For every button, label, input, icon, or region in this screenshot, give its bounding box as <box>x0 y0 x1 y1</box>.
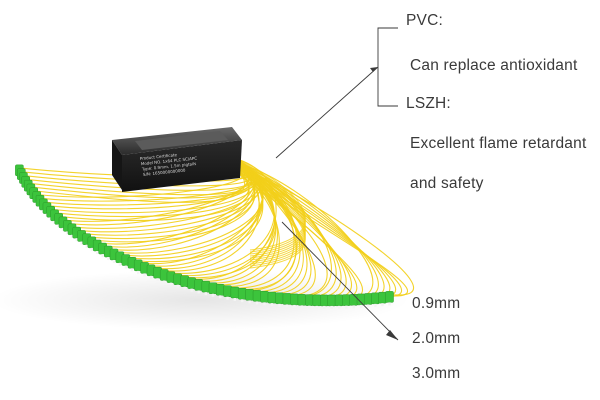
box-label-line: Product Certificate <box>140 152 178 161</box>
sc-apc-connector <box>237 287 247 303</box>
diameter-size-2: 2.0mm <box>412 330 461 347</box>
sc-apc-connector <box>371 292 380 307</box>
sc-apc-connector <box>153 266 162 282</box>
sc-apc-connector <box>187 277 196 292</box>
material-lszh-description-line1: Excellent flame retardant <box>410 135 587 152</box>
diameter-size-3: 3.0mm <box>412 365 461 382</box>
diameter-size-1: 0.9mm <box>412 295 461 312</box>
fan-shadow <box>0 270 410 330</box>
jacket-arrow-head <box>370 67 378 72</box>
fiber-strand <box>33 161 246 203</box>
sc-apc-connector <box>342 294 351 309</box>
box-label-line: Type: 0.9mm, 1.5m pigtails <box>141 161 197 172</box>
fiber-loop <box>239 168 306 269</box>
material-lszh-title: LSZH: <box>406 95 451 112</box>
arrow-head <box>386 330 398 340</box>
fiber-bundle <box>19 159 415 300</box>
sc-apc-connector <box>385 291 394 306</box>
sc-apc-connector <box>282 293 292 308</box>
jacket-leader-line <box>275 66 379 159</box>
fiber-strand <box>81 165 256 236</box>
diameter-leader-line <box>281 221 399 341</box>
connector-fan <box>15 164 394 309</box>
material-lszh-description-line2: and safety <box>410 175 484 192</box>
sc-apc-connector <box>180 275 189 290</box>
box-label-line: Model NO. 1x64 PLC SC/APC <box>141 155 198 166</box>
material-pvc-description: Can replace antioxidant <box>410 57 578 74</box>
material-pvc-title: PVC: <box>406 12 443 29</box>
jacket-bracket <box>377 27 398 107</box>
fiber-strand <box>86 167 256 240</box>
box-label-line: S/N: 1650000000000 <box>143 167 186 176</box>
